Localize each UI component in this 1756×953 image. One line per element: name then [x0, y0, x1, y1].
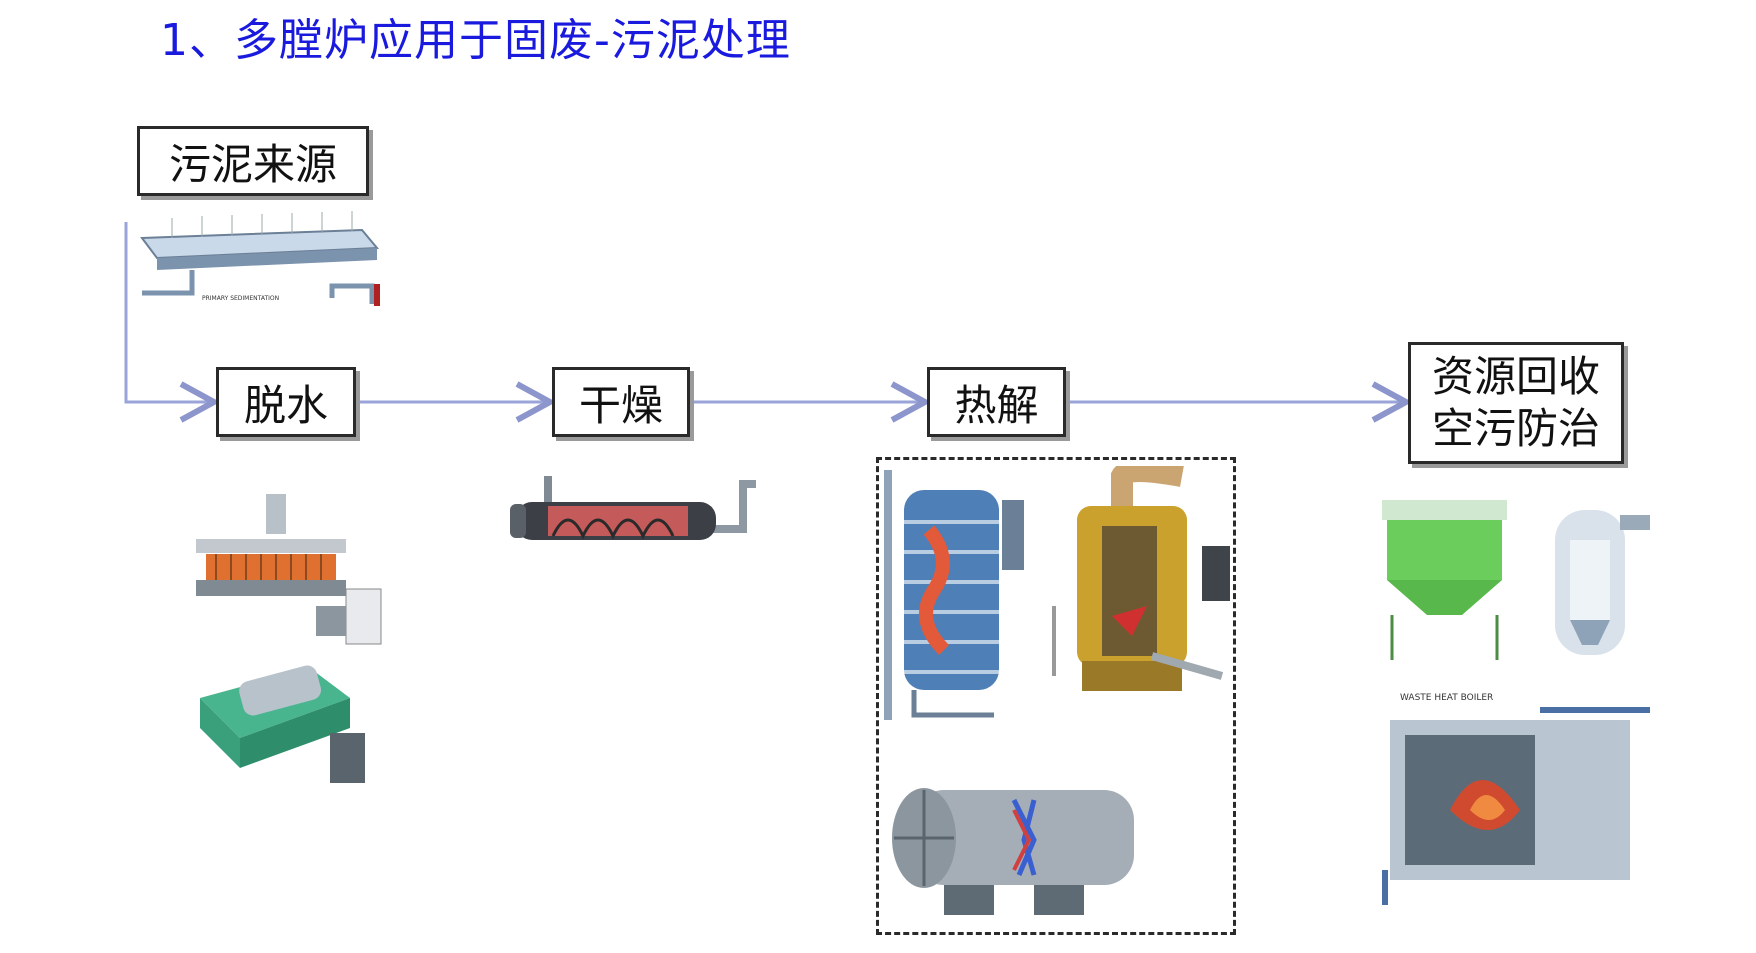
drying-label: 干燥 — [578, 380, 663, 430]
centrifuge-image — [200, 665, 365, 783]
pyrolysis-label: 热解 — [954, 380, 1039, 430]
drying-box: 干燥 — [552, 367, 690, 437]
rotary-kiln-image — [892, 788, 1134, 915]
baghouse-filter-image — [1382, 500, 1507, 660]
sedimentation-tank-image: PRIMARY SEDIMENTATION — [140, 211, 380, 306]
screw-dryer-image — [510, 476, 756, 540]
source-connector — [124, 222, 214, 402]
recovery-box: 资源回收 空污防治 — [1408, 342, 1624, 464]
sludge-source-label: 污泥来源 — [168, 139, 337, 189]
pyrolysis-box: 热解 — [927, 367, 1066, 437]
filter-press-image — [196, 494, 382, 645]
fluidized-bed-furnace-image — [1052, 466, 1230, 691]
scrubber-tower-image — [1555, 510, 1650, 655]
waste-heat-boiler-image: WASTE HEAT BOILER — [1382, 693, 1650, 905]
sludge-source-box: 污泥来源 — [137, 126, 369, 196]
multiple-hearth-furnace-image — [884, 470, 1024, 720]
sedimentation-caption: PRIMARY SEDIMENTATION — [202, 295, 279, 302]
page-title: 1、多膛炉应用于固废-污泥处理 — [160, 15, 791, 66]
dewatering-box: 脱水 — [216, 367, 356, 437]
boiler-caption: WASTE HEAT BOILER — [1400, 693, 1493, 703]
pyrolysis-equipment-group — [876, 457, 1236, 935]
dewatering-label: 脱水 — [243, 380, 328, 430]
recovery-label-line2: 空污防治 — [1431, 404, 1600, 453]
recovery-label-line1: 资源回收 — [1431, 352, 1600, 401]
